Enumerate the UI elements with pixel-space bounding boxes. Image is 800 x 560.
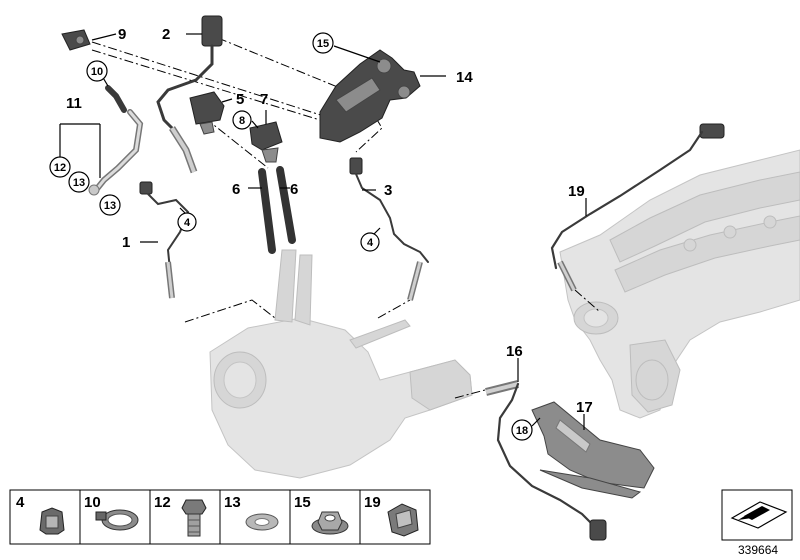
callout-6b: 6 — [290, 181, 298, 198]
part-11-pipe — [88, 109, 144, 196]
callout-2: 2 — [162, 26, 170, 43]
legend-number-15: 15 — [294, 494, 311, 511]
callout-4b: 4 — [360, 232, 380, 252]
particulate-filter-ghost — [209, 249, 473, 479]
clip-icon — [39, 507, 65, 535]
svg-text:13: 13 — [104, 200, 116, 212]
callout-19: 19 — [568, 183, 585, 200]
callout-13b: 13 — [99, 194, 121, 216]
legend-number-10: 10 — [84, 494, 101, 511]
callout-10: 10 — [86, 60, 108, 82]
callout-14: 14 — [456, 69, 473, 86]
cable-clip-icon — [387, 503, 419, 537]
svg-text:13: 13 — [73, 177, 85, 189]
callout-16: 16 — [506, 343, 523, 360]
intake-manifold-ghost — [559, 149, 800, 419]
connection-lines — [91, 37, 601, 399]
part-9-sensor-head — [61, 29, 91, 51]
callout-7: 7 — [260, 91, 268, 108]
reference-number: 339664 — [738, 543, 778, 557]
part-17-bracket — [531, 401, 655, 499]
leader-lines — [59, 33, 587, 430]
part-7-pressure-sensor — [249, 121, 283, 163]
callout-4a: 4 — [177, 212, 197, 232]
part-16-lambda-sensor — [485, 380, 607, 541]
part-3-temp-sensor — [349, 157, 429, 301]
reference-box: 339664 — [721, 489, 793, 557]
part-2-lambda-sensor — [156, 15, 223, 174]
arrow-icon — [730, 501, 788, 529]
hollow-bolt-icon — [181, 499, 207, 537]
svg-text:4: 4 — [367, 237, 374, 249]
circled-callouts: 10 15 8 12 13 13 4 4 — [49, 32, 533, 441]
callout-11: 11 — [66, 95, 82, 112]
callout-13a: 13 — [68, 171, 90, 193]
svg-text:15: 15 — [317, 38, 329, 50]
svg-text:18: 18 — [516, 425, 528, 437]
callout-9: 9 — [118, 26, 126, 43]
part-10-hose — [105, 85, 127, 113]
part-5-relay — [189, 91, 225, 135]
callout-12: 12 — [49, 156, 71, 178]
part-1-temp-sensor — [139, 181, 190, 299]
callout-18: 18 — [511, 419, 533, 441]
seal-ring-icon — [245, 513, 279, 531]
callout-15: 15 — [312, 32, 334, 54]
callout-17: 17 — [576, 399, 593, 416]
callout-labels: 9 2 5 7 11 14 6 6 3 1 19 16 17 — [66, 26, 593, 416]
legend-number-19: 19 — [364, 494, 381, 511]
parts-legend: 4 10 12 13 15 19 — [9, 489, 431, 545]
svg-text:8: 8 — [239, 115, 245, 127]
hose-clamp-icon — [95, 509, 139, 531]
svg-text:12: 12 — [54, 162, 66, 174]
legend-number-12: 12 — [154, 494, 171, 511]
legend-number-4: 4 — [16, 494, 25, 511]
callout-5: 5 — [236, 91, 244, 108]
svg-text:4: 4 — [184, 217, 191, 229]
part-19-sensor — [550, 123, 725, 292]
callout-1: 1 — [122, 234, 130, 251]
svg-text:10: 10 — [91, 66, 103, 78]
callout-6a: 6 — [232, 181, 240, 198]
callout-8: 8 — [232, 110, 252, 130]
legend-number-13: 13 — [224, 494, 241, 511]
callout-3: 3 — [384, 182, 392, 199]
part-6-hoses — [258, 166, 296, 254]
hex-nut-icon — [311, 511, 349, 535]
part-14-bracket — [319, 49, 421, 143]
